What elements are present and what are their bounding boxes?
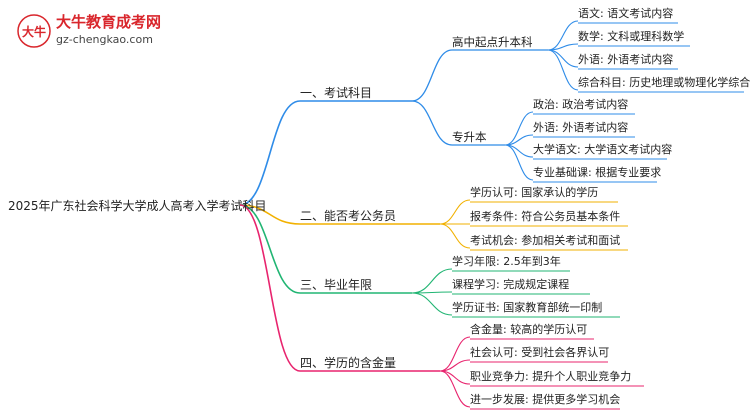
leaf-diploma: 学历证书: 国家教育部统一印制 (452, 300, 602, 314)
connector-line (239, 100, 301, 206)
branch-exam-subjects: 一、考试科目 (300, 85, 372, 100)
branch-degree-value: 四、学历的含金量 (300, 355, 396, 370)
connector-line (439, 223, 471, 249)
leaf-study-years: 学习年限: 2.5年到3年 (452, 254, 561, 268)
leaf-politics: 政治: 政治考试内容 (533, 97, 628, 111)
leaf-major-basics: 专业基础课: 根据专业要求 (533, 165, 661, 179)
connector-line (239, 204, 301, 294)
connector-line (439, 199, 471, 225)
leaf-career-competitiveness: 职业竞争力: 提升个人职业竞争力 (470, 369, 631, 383)
connector-line (411, 292, 453, 316)
connector-line (439, 370, 471, 408)
leaf-foreign-language: 外语: 外语考试内容 (578, 52, 673, 66)
leaf-degree-recognition: 学历认可: 国家承认的学历 (470, 185, 598, 199)
connector-line (439, 370, 471, 385)
leaf-further-development: 进一步发展: 提供更多学习机会 (470, 392, 620, 406)
connector-line (547, 49, 579, 68)
logo-url: gz-chengkao.com (56, 33, 153, 46)
connector-line (411, 268, 453, 294)
connector-line (547, 49, 579, 91)
leaf-college-chinese: 大学语文: 大学语文考试内容 (533, 142, 672, 156)
connector-line (439, 359, 471, 372)
logo-title: 大牛教育成考网 (56, 13, 161, 31)
connector-line (239, 204, 301, 372)
connector-line (504, 144, 534, 181)
root-topic: 2025年广东社会科学大学成人高考入学考试科目 (8, 198, 267, 213)
connector-line (411, 100, 453, 146)
connector-line (504, 111, 534, 146)
leaf-value: 含金量: 较高的学历认可 (470, 322, 587, 336)
leaf-foreign-language-2: 外语: 外语考试内容 (533, 120, 628, 134)
sub-high-school-to-bachelor: 高中起点升本科 (452, 35, 533, 49)
leaf-social-recognition: 社会认可: 受到社会各界认可 (470, 345, 609, 359)
node-underlines (300, 22, 744, 410)
branch-graduation-years: 三、毕业年限 (300, 278, 372, 292)
leaf-course-study: 课程学习: 完成规定课程 (452, 277, 569, 291)
connector-line (547, 20, 579, 51)
sub-junior-college-to-bachelor: 专升本 (452, 130, 487, 144)
branch-civil-servant: 二、能否考公务员 (300, 208, 396, 223)
leaf-application-conditions: 报考条件: 符合公务员基本条件 (470, 209, 620, 223)
connector-lines (239, 20, 579, 408)
logo-badge-icon (17, 14, 51, 48)
leaf-math: 数学: 文科或理科数学 (578, 29, 684, 43)
logo-mark: 大牛 (22, 24, 46, 39)
leaf-exam-opportunity: 考试机会: 参加相关考试和面试 (470, 233, 620, 247)
connector-line (439, 336, 471, 372)
connector-line (239, 204, 301, 225)
leaf-chinese: 语文: 语文考试内容 (578, 6, 673, 20)
site-logo[interactable]: 大牛 大牛教育成考网 gz-chengkao.com (17, 13, 161, 48)
connector-line (411, 49, 453, 102)
leaf-comprehensive: 综合科目: 历史地理或物理化学综合 (578, 75, 750, 89)
